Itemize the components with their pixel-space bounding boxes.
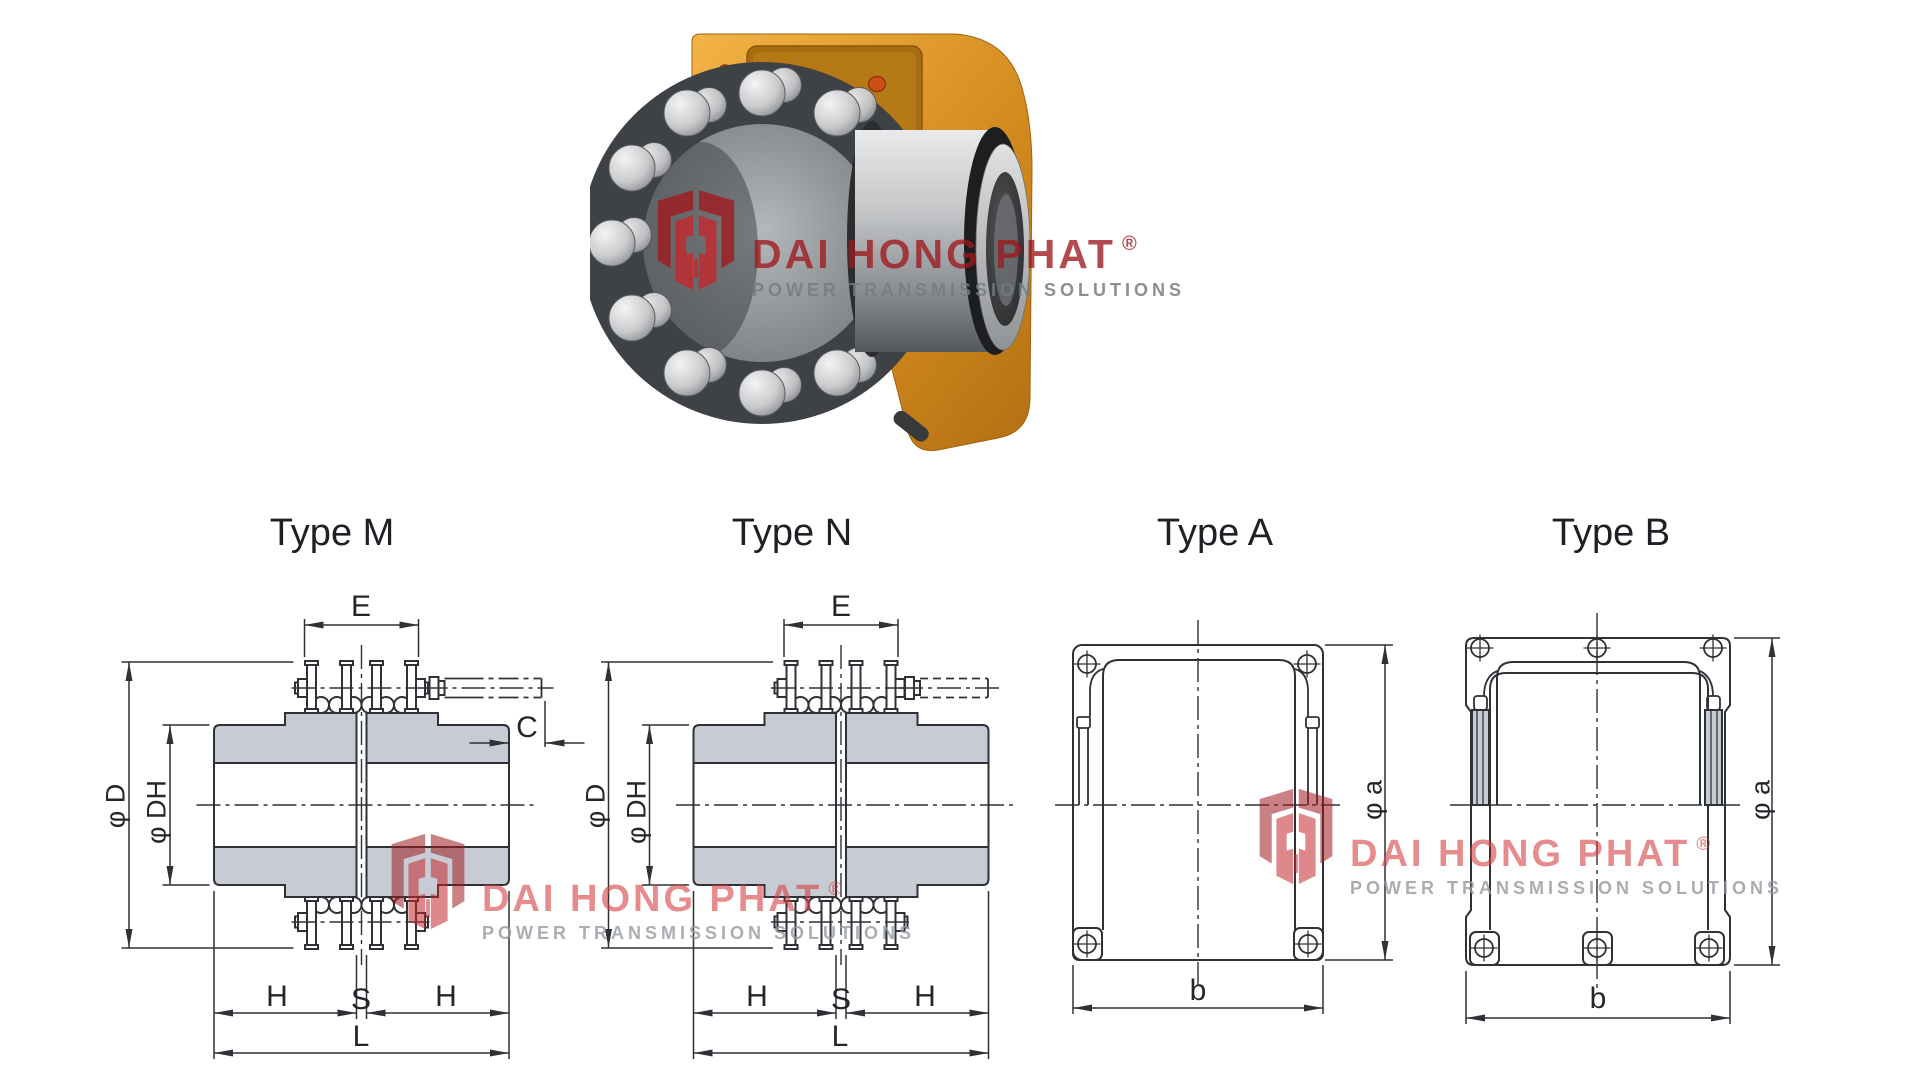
- seal-strips: [1471, 670, 1723, 806]
- chain-pin: [423, 676, 554, 700]
- type-n-drawing: [601, 619, 1016, 1059]
- flange-hole-icon: [867, 75, 887, 93]
- type-b-title: Type B: [1551, 512, 1671, 554]
- dim-label-phi-d: φ D: [580, 783, 611, 829]
- chain-pin-cotter: [899, 676, 999, 700]
- hub-cylinder: [847, 121, 1031, 357]
- dim-label-phi-a: φ a: [1745, 779, 1776, 821]
- dim-label-phi-dh: φ DH: [621, 779, 652, 845]
- dim-label-h: H: [746, 980, 768, 1013]
- dim-label-phi-d: φ D: [100, 783, 131, 829]
- dim-label-e: E: [350, 590, 372, 623]
- dim-label-h: H: [914, 980, 936, 1013]
- dim-label-e: E: [830, 590, 852, 623]
- type-m-title: Type M: [269, 512, 395, 554]
- registered-mark: ®: [1121, 233, 1137, 255]
- dim-label-phi-a: φ a: [1357, 779, 1388, 821]
- dim-label-l: L: [352, 1020, 370, 1053]
- dim-label-b: b: [1189, 974, 1207, 1007]
- technical-drawings: [0, 613, 1780, 1080]
- dim-label-h: H: [435, 980, 457, 1013]
- dim-label-h: H: [266, 980, 288, 1013]
- type-m-drawing: [122, 619, 585, 1059]
- dim-label-b: b: [1589, 982, 1607, 1015]
- type-a-drawing: [1055, 620, 1393, 1014]
- dim-label-s: S: [350, 983, 372, 1016]
- product-photo: [590, 33, 1033, 452]
- dim-label-s: S: [830, 983, 852, 1016]
- dim-label-phi-dh: φ DH: [141, 779, 172, 845]
- type-n-title: Type N: [731, 512, 853, 554]
- dim-label-l: L: [831, 1020, 849, 1053]
- type-b-drawing: [1450, 613, 1780, 1024]
- type-a-title: Type A: [1156, 512, 1274, 554]
- mounting-pin: [893, 410, 929, 442]
- dim-label-c: C: [516, 711, 538, 744]
- dim-c-lines: [469, 701, 585, 747]
